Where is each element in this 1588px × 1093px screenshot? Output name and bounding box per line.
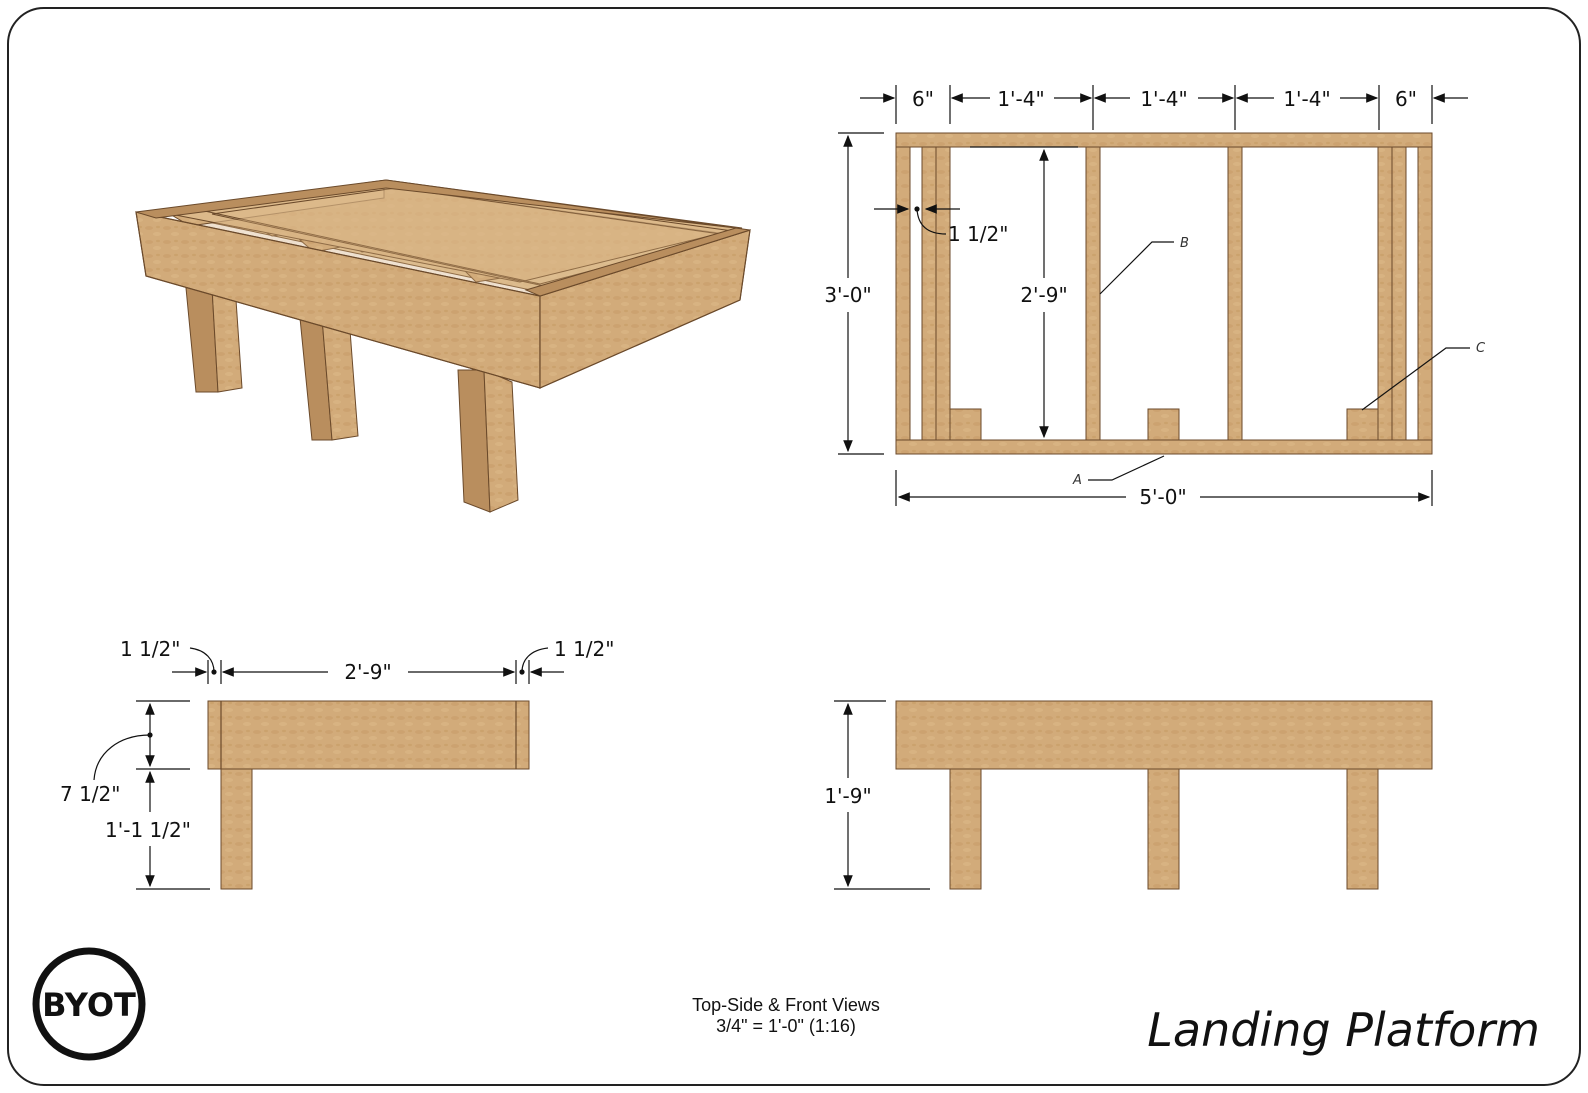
top-view: 6" 1'-4" 1'-4" 1'-4" 6" 3'-0" 2'-9" 1 1/… (824, 85, 1486, 509)
joist-1 (1085, 146, 1101, 441)
bottom-rail (895, 439, 1433, 455)
side-leg-height-label: 1'-1 1/2" (105, 818, 191, 842)
left-end-board-outer (895, 146, 911, 441)
width-label: 5'-0" (1139, 485, 1186, 509)
callout-b: B (1180, 236, 1189, 251)
drawing-title: Landing Platform (1147, 1003, 1540, 1057)
depth-label: 3'-0" (824, 283, 871, 307)
leg-top-mid (1147, 408, 1180, 441)
caption-scale: 3/4" = 1'-0" (1:16) (716, 1016, 856, 1036)
logo-text: BYOT (42, 986, 136, 1024)
side-view: 1 1/2" 2'-9" 1 1/2" 7 1/2" 1'-1 1/2" (60, 637, 614, 890)
side-left-board-label: 1 1/2" (120, 637, 180, 661)
right-end-board-inner (1391, 146, 1407, 441)
spacing-label-3: 1'-4" (1140, 87, 1187, 111)
caption-views: Top-Side & Front Views (692, 995, 880, 1015)
left-end-board-inner (921, 146, 937, 441)
callout-c: C (1476, 341, 1486, 356)
spacing-label-4: 1'-4" (1283, 87, 1330, 111)
isometric-view (135, 179, 751, 513)
top-rail (895, 132, 1433, 148)
side-inner-label: 2'-9" (344, 660, 391, 684)
spacing-label-2: 1'-4" (997, 87, 1044, 111)
front-frame (895, 700, 1433, 770)
callout-a: A (1072, 473, 1082, 488)
sheet-border (7, 7, 1581, 1086)
front-height-label: 1'-9" (824, 784, 871, 808)
side-leg (220, 768, 253, 890)
front-leg-mid (1147, 768, 1180, 890)
board-width-label: 1 1/2" (948, 222, 1008, 246)
joist-2 (1227, 146, 1243, 441)
right-end-board-outer (1417, 146, 1433, 441)
front-leg-left (949, 768, 982, 890)
front-view: 1'-9" (824, 700, 1433, 890)
spacing-label-5: 6" (1395, 87, 1417, 111)
side-frame (207, 700, 530, 770)
side-right-board-label: 1 1/2" (554, 637, 614, 661)
front-leg-right (1346, 768, 1379, 890)
spacing-label-1: 6" (912, 87, 934, 111)
byot-logo: BYOT (32, 947, 146, 1061)
leg-top-right (1346, 408, 1379, 441)
inner-depth-label: 2'-9" (1020, 283, 1067, 307)
leg-top-left (949, 408, 982, 441)
side-frame-height-label: 7 1/2" (60, 782, 120, 806)
left-end-board-3 (935, 146, 951, 441)
